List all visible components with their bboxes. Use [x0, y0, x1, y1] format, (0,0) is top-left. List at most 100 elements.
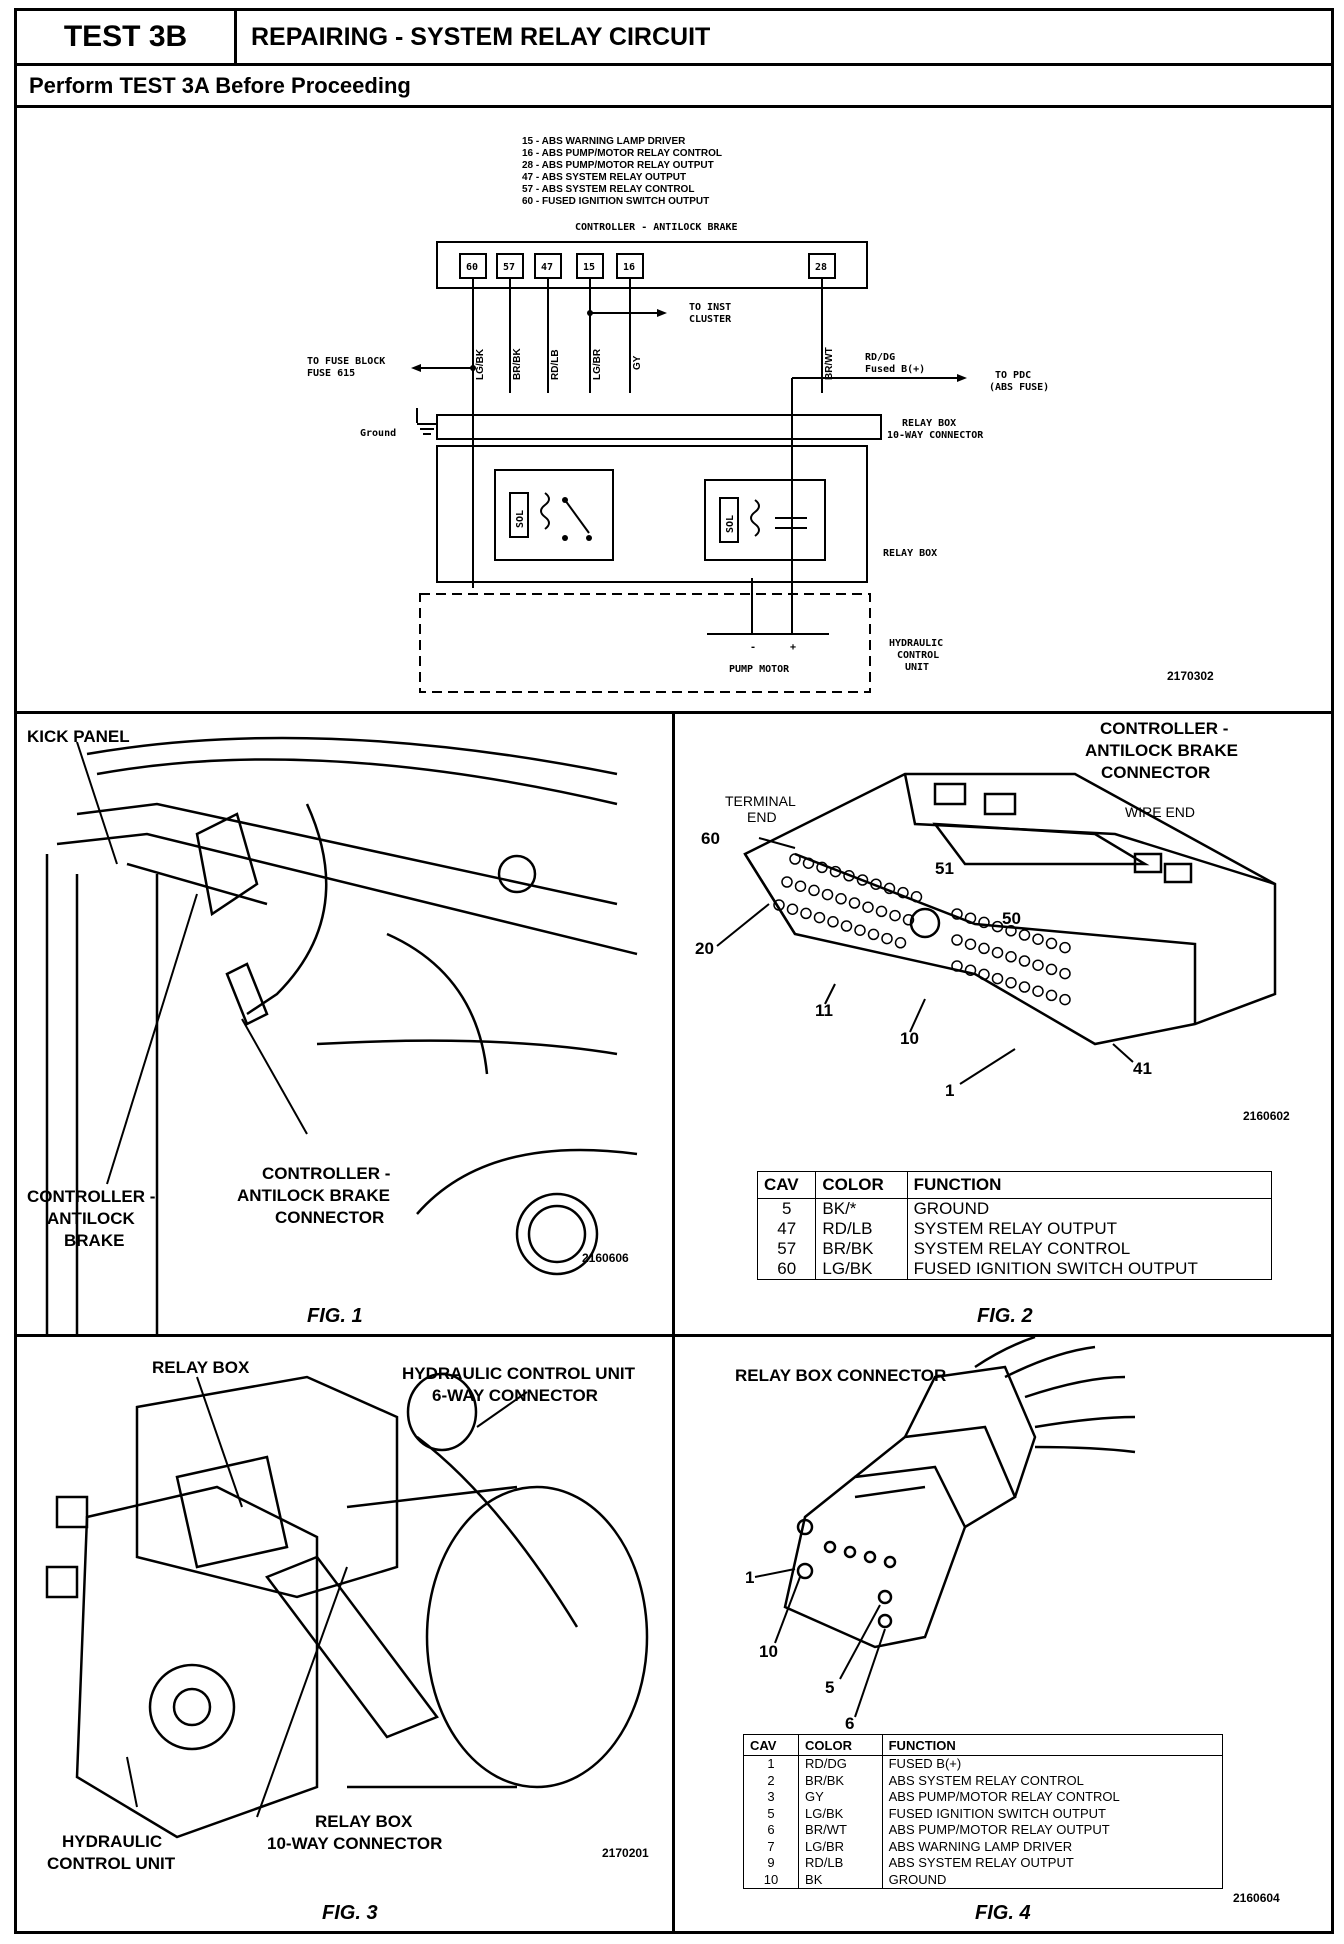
connector-pin [800, 907, 812, 920]
connector-pin [1018, 929, 1031, 941]
terminal-end-label: END [747, 809, 777, 825]
fig1-caption: FIG. 1 [307, 1305, 363, 1327]
connector-pin [1005, 951, 1017, 963]
fig3-illustration: RELAY BOX HYDRAULIC CONTROL UNIT 6-WAY C… [45, 1358, 649, 1924]
connector-pin [991, 920, 1004, 933]
pin-row: 60 57 47 15 16 28 [459, 253, 836, 279]
connector-pin [1059, 993, 1071, 1006]
connector-pin [802, 857, 815, 869]
pin-label: 6 [845, 1714, 854, 1733]
connector-pin [881, 932, 893, 945]
connector-pin [843, 870, 855, 882]
leader-line [126, 1756, 138, 1808]
pin-label: 11 [815, 1001, 833, 1020]
page-subtitle: Perform TEST 3A Before Proceeding [17, 66, 1331, 108]
connector-pin [964, 912, 977, 924]
pump-motor-label: PUMP MOTOR [729, 664, 790, 675]
connector-label: CONNECTOR [275, 1208, 384, 1227]
relay-box-label: RELAY BOX [883, 548, 937, 559]
leader-line [256, 1566, 348, 1818]
fig3-panel: RELAY BOX HYDRAULIC CONTROL UNIT 6-WAY C… [17, 1337, 672, 1931]
wire-label: GY [632, 355, 643, 370]
wires [416, 278, 957, 588]
pin-number: 57 [503, 262, 515, 273]
relay-box-label: RELAY BOX [152, 1358, 250, 1377]
fig4-illustration: RELAY BOX CONNECTOR 1 10 5 6 2160604 FIG… [735, 1335, 1280, 1924]
wire-label: RD/LB [550, 349, 561, 380]
connector-pin [835, 893, 847, 905]
fig3-ref: 2170201 [602, 1846, 649, 1860]
to-fuse-block-label: TO FUSE BLOCK [307, 356, 385, 367]
fig2-title: CONNECTOR [1101, 763, 1210, 782]
to-pdc-label: (ABS FUSE) [989, 382, 1049, 393]
wire-label: BR/BK [512, 348, 523, 380]
to-inst-label: CLUSTER [689, 314, 732, 325]
to-pdc-label: TO PDC [995, 370, 1031, 381]
connector-pin [773, 899, 785, 911]
relay-mark: SOL [515, 510, 526, 528]
controller-label: CONTROLLER - [27, 1187, 155, 1206]
connector-pin [1045, 937, 1058, 950]
connector-pin [991, 972, 1004, 985]
fig2-panel: CONTROLLER - ANTILOCK BRAKE CONNECTOR TE… [675, 714, 1331, 1334]
connector-pin [789, 853, 801, 865]
connector-pin [870, 878, 882, 890]
test-id: TEST 3B [17, 11, 237, 66]
fig3-caption: FIG. 3 [322, 1902, 378, 1924]
fig1-ref: 2160606 [582, 1251, 629, 1265]
wire-end-label: WIRE END [1125, 804, 1195, 820]
connector-pin [964, 938, 977, 950]
table-header: CAV [742, 1734, 800, 1756]
pin-number: 60 [466, 262, 478, 273]
connector-pin [991, 946, 1004, 959]
legend-line: 60 - FUSED IGNITION SWITCH OUTPUT [522, 196, 709, 207]
connector-pin [1032, 959, 1044, 971]
legend-line: 28 - ABS PUMP/MOTOR RELAY OUTPUT [522, 160, 714, 171]
fig4-ref: 2160604 [1233, 1891, 1280, 1905]
connector-pin [1018, 981, 1031, 993]
connector-pin [978, 942, 990, 955]
connector-pin [951, 934, 963, 946]
ground-symbol [417, 423, 437, 435]
hcu-label: CONTROL [897, 650, 939, 661]
wiring-schematic: 15 - ABS WARNING LAMP DRIVER 16 - ABS PU… [307, 136, 1214, 693]
pin-label: 10 [900, 1029, 919, 1048]
connector-pin [964, 964, 977, 976]
pin-legend: 15 - ABS WARNING LAMP DRIVER 16 - ABS PU… [522, 136, 722, 207]
connector-pin [1059, 941, 1071, 954]
connector-pin [875, 905, 888, 918]
schematic-ref: 2170302 [1167, 669, 1214, 683]
kick-panel-label: KICK PANEL [27, 727, 130, 746]
fig4-panel: RELAY BOX CONNECTOR 1 10 5 6 2160604 FIG… [675, 1335, 1331, 1931]
page-title: REPAIRING - SYSTEM RELAY CIRCUIT [237, 11, 1331, 66]
connector-pin [1032, 933, 1044, 945]
fused-b-label: Fused B(+) [865, 364, 925, 375]
divider [672, 1337, 675, 1931]
fig2-title: CONTROLLER - [1100, 719, 1228, 738]
connector-pin [883, 882, 896, 895]
connector-pin [889, 909, 901, 922]
fig4-caption: FIG. 4 [975, 1902, 1031, 1924]
connector-pin [786, 903, 799, 915]
relay-box-connector-bar [436, 414, 882, 440]
table-header: COLOR [798, 1734, 883, 1756]
fig1-illustration: KICK PANEL CONTROLLER - ANTILOCK BRAKE C… [27, 727, 638, 1334]
table-header: FUNCTION [881, 1734, 1224, 1756]
hcu-connector-label: HYDRAULIC CONTROL UNIT [402, 1364, 636, 1383]
pin-label: 51 [935, 859, 954, 878]
to-fuse-block-label: FUSE 615 [307, 368, 355, 379]
legend-line: 57 - ABS SYSTEM RELAY CONTROL [522, 184, 694, 195]
table-header: CAV [756, 1171, 817, 1199]
relay-conn-label: 10-WAY CONNECTOR [267, 1834, 442, 1853]
motor-plus: + [790, 642, 796, 653]
connector-pin [897, 886, 909, 899]
rd-dg-label: RD/DG [865, 352, 895, 363]
pin-label: 41 [1133, 1059, 1152, 1078]
connector-pin [829, 865, 842, 878]
relay-box-connector-drawing [783, 1335, 1136, 1649]
controller-label: BRAKE [64, 1231, 124, 1250]
connector-pin [848, 897, 861, 909]
